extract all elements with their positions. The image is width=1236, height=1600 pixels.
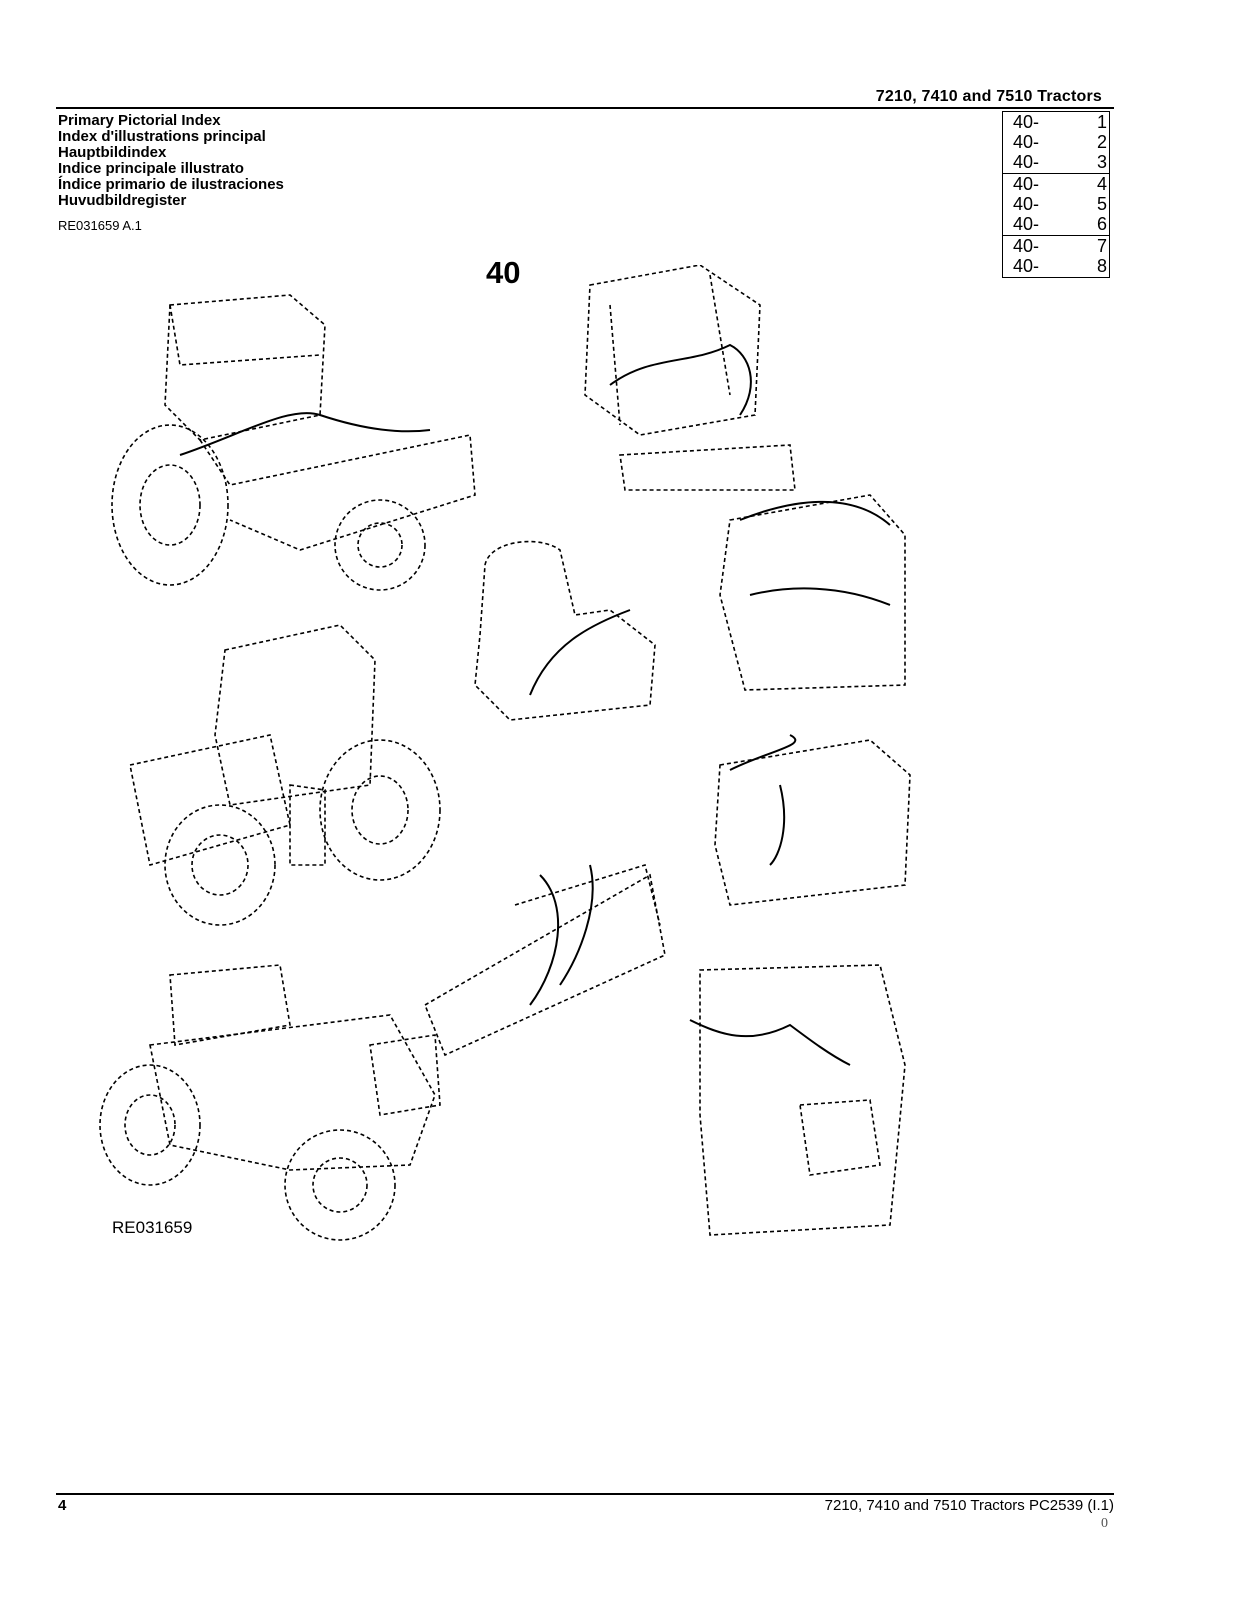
index-row[interactable]: 40-8 (1013, 256, 1107, 276)
document-header-title: 7210, 7410 and 7510 Tractors (875, 88, 1102, 105)
footer-subtext: 0 (1101, 1516, 1108, 1531)
index-row[interactable]: 40-2 (1013, 132, 1107, 152)
index-row[interactable]: 40-4 (1013, 174, 1107, 194)
index-group: 40-4 40-5 40-6 (1003, 173, 1109, 235)
index-row[interactable]: 40-6 (1013, 214, 1107, 234)
title-italian: Indice principale illustrato (58, 160, 244, 177)
index-row[interactable]: 40-3 (1013, 152, 1107, 172)
page-index-box: 40-1 40-2 40-3 40-4 40-5 40-6 40-7 40-8 (1002, 111, 1110, 278)
tractor-rear-view-illustration (99, 964, 441, 1241)
rear-hitch-harness-illustration (689, 964, 906, 1236)
index-group: 40-1 40-2 40-3 (1003, 112, 1109, 173)
transmission-harness-illustration (423, 863, 666, 1057)
title-swedish: Huvudbildregister (58, 192, 187, 209)
section-number: 40 (486, 255, 521, 290)
title-french: Index d'illustrations principal (58, 128, 266, 145)
footer-rule (56, 1493, 1114, 1495)
title-german: Hauptbildindex (58, 144, 167, 161)
title-spanish: Índice primario de ilustraciones (58, 176, 284, 193)
cab-interior-harness-illustration (584, 264, 796, 491)
index-row[interactable]: 40-7 (1013, 236, 1107, 256)
index-row[interactable]: 40-5 (1013, 194, 1107, 214)
title-english: Primary Pictorial Index (58, 112, 221, 129)
figure-label: RE031659 (112, 1218, 193, 1237)
header-rule (56, 107, 1114, 109)
cab-roof-harness-illustration (719, 494, 906, 691)
tractor-cab-view-illustration (111, 294, 476, 591)
index-titles: Primary Pictorial Index Index d'illustra… (58, 113, 284, 209)
tractor-front-view-illustration (129, 624, 441, 926)
tractor-wiring-illustration (90, 264, 920, 1255)
index-group: 40-7 40-8 (1003, 235, 1109, 277)
index-row[interactable]: 40-1 (1013, 112, 1107, 132)
page-number: 4 (58, 1497, 67, 1514)
footer-text: 7210, 7410 and 7510 Tractors PC2539 (I.1… (824, 1497, 1114, 1514)
figure-reference: RE031659 A.1 (58, 218, 142, 233)
cab-rear-harness-illustration (714, 734, 911, 906)
seat-harness-illustration (474, 540, 656, 721)
